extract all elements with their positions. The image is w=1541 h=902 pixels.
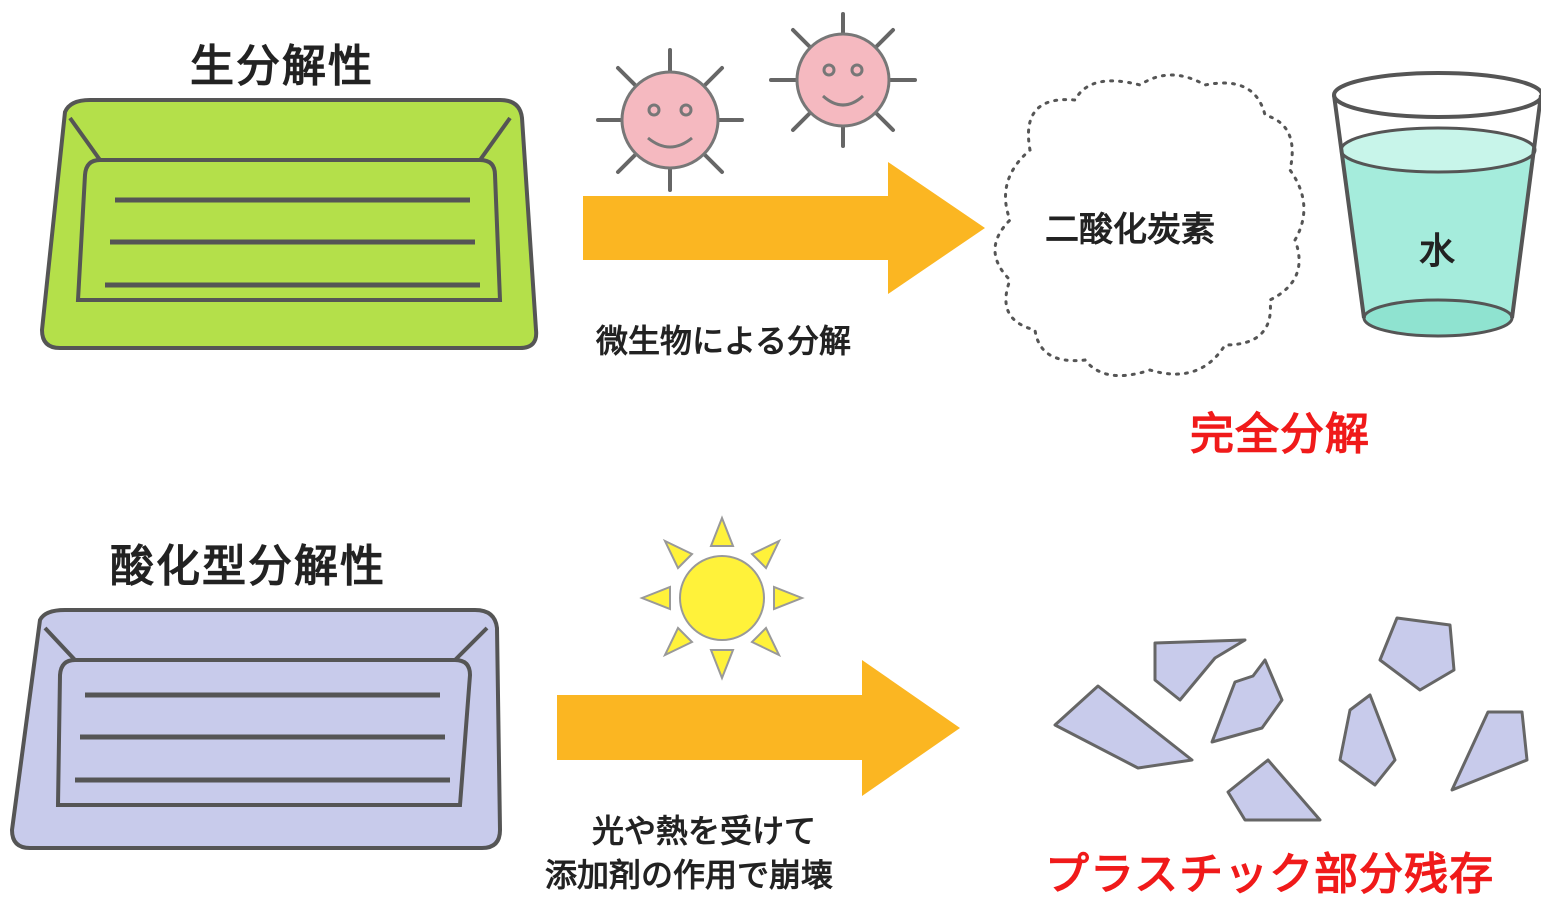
water-glass-icon bbox=[1332, 71, 1541, 338]
co2-cloud bbox=[993, 73, 1306, 378]
plastic-fragments bbox=[1053, 616, 1529, 822]
process-arrow-top bbox=[583, 162, 985, 294]
biodegradable-title: 生分解性 bbox=[190, 41, 374, 92]
microbe-icon bbox=[769, 12, 917, 148]
plastic-remains-label: プラスチック部分残存 bbox=[1045, 849, 1495, 900]
full-decomposition-label: 完全分解 bbox=[1190, 409, 1370, 460]
oxo-degradable-title: 酸化型分解性 bbox=[110, 541, 386, 592]
sun-icon bbox=[639, 515, 805, 681]
microbe-icon bbox=[596, 48, 744, 192]
green-tray bbox=[39, 98, 539, 350]
water-label: 水 bbox=[1419, 231, 1456, 272]
microbe-caption: 微生物による分解 bbox=[596, 322, 852, 360]
process-arrow-bottom bbox=[557, 660, 960, 796]
co2-label: 二酸化炭素 bbox=[1045, 210, 1215, 250]
light-heat-caption: 光や熱を受けて bbox=[592, 812, 817, 850]
lavender-tray bbox=[9, 608, 503, 850]
additive-caption: 添加剤の作用で崩壊 bbox=[545, 856, 834, 894]
